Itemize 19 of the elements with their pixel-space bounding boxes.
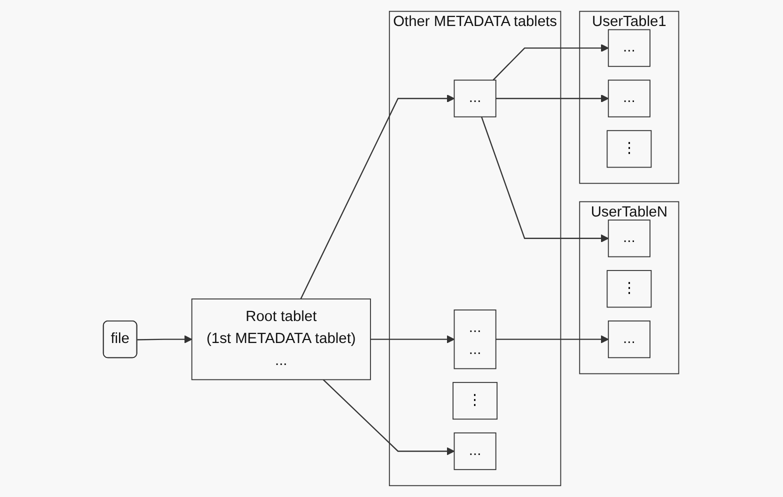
arrow — [496, 94, 610, 103]
node-box: ... — [608, 220, 651, 258]
node-box: ... — [608, 80, 651, 118]
node-box: ... — [608, 320, 651, 358]
arrow — [481, 116, 610, 242]
node-box: ⋮ — [607, 270, 652, 308]
arrow — [138, 335, 193, 344]
node-box: ... — [454, 432, 497, 470]
node-box: ⋮ — [607, 130, 652, 168]
node-box: ⋮ — [453, 382, 498, 420]
node-box: ... ... — [454, 310, 497, 370]
node-box: ... — [608, 29, 651, 67]
arrow — [493, 44, 610, 81]
node-box: Root tablet (1st METADATA tablet) ... — [192, 298, 372, 380]
node-box: ... — [454, 80, 497, 118]
arrow — [300, 94, 456, 300]
arrow — [370, 335, 456, 344]
arrow — [496, 335, 610, 344]
arrow — [323, 379, 456, 456]
